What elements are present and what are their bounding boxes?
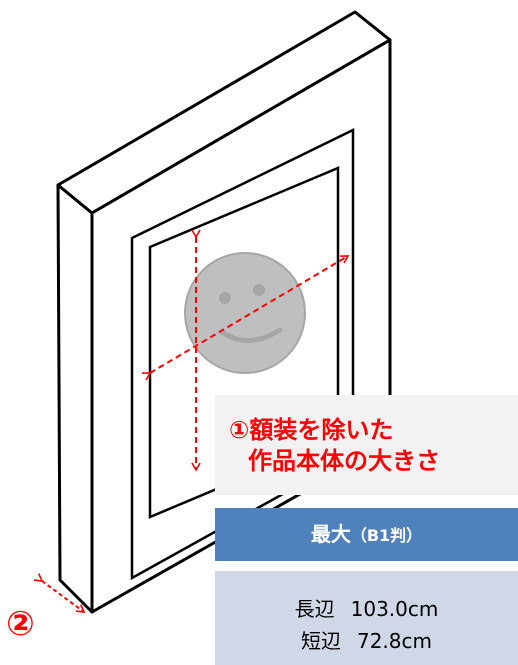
- artwork-size-caption: ①額装を除いた 作品本体の大きさ: [215, 395, 518, 495]
- depth-dimension-arrow: [33, 573, 86, 613]
- short-side-value: 72.8cm: [356, 629, 432, 653]
- long-side-value: 103.0cm: [350, 597, 439, 621]
- max-size-format: （B1判）: [350, 526, 423, 545]
- depth-marker-label: ②: [6, 604, 35, 644]
- max-size-title: 最大: [310, 522, 351, 546]
- short-side-label: 短辺: [300, 629, 341, 653]
- diagonal-dimension-arrow: [141, 255, 350, 381]
- short-side-row: 短辺 72.8cm: [215, 625, 518, 654]
- frame-side: [56, 183, 94, 614]
- long-side-row: 長辺 103.0cm: [215, 593, 518, 622]
- caption-line-2: 作品本体の大きさ: [248, 447, 440, 475]
- caption-line-1: ①額装を除いた: [229, 416, 394, 444]
- max-size-table: 長辺 103.0cm 短辺 72.8cm: [215, 571, 518, 665]
- max-size-header: 最大（B1判）: [215, 508, 518, 561]
- long-side-label: 長辺: [294, 597, 335, 621]
- smiley-face-icon: [184, 252, 306, 374]
